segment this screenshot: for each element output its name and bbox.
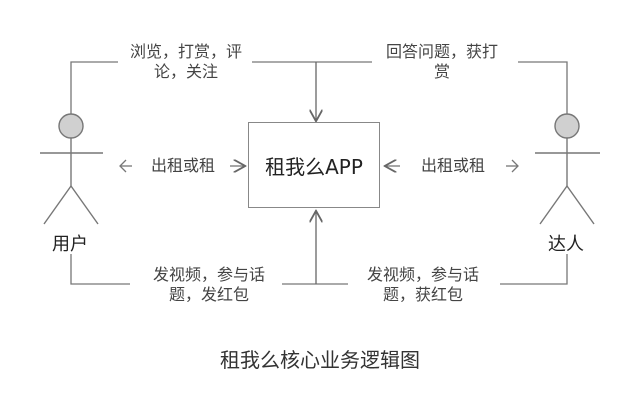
left-actor-figure	[40, 113, 103, 225]
top-right-connector	[316, 61, 568, 114]
bottom-right-label-line-2: 题，获红包	[382, 285, 463, 304]
mid-left-label: 出租或租	[150, 156, 215, 175]
top-left-label-line-1: 浏览，打赏，评	[129, 42, 242, 61]
mid-right-label: 出租或租	[420, 156, 485, 175]
bottom-right-connector	[316, 254, 568, 285]
right-actor-label: 达人	[548, 234, 584, 255]
mid-left-arrows	[119, 160, 244, 172]
left-actor-label: 用户	[52, 234, 88, 255]
diagram-caption: 租我么核心业务逻辑图	[220, 348, 420, 372]
bottom-right-label: 发视频，参与话 题，获红包	[350, 265, 496, 305]
top-left-label-line-2: 论，关注	[153, 62, 218, 81]
bottom-left-connector	[70, 254, 316, 285]
bottom-left-label-line-1: 发视频，参与话	[152, 265, 265, 284]
bottom-left-label: 发视频，参与话 题，发红包	[136, 265, 282, 305]
top-left-connector	[70, 61, 316, 114]
mid-right-arrows	[386, 160, 519, 172]
bottom-right-label-line-1: 发视频，参与话	[366, 265, 479, 284]
top-right-label: 回答问题，获打 赏	[372, 42, 512, 82]
top-left-label: 浏览，打赏，评 论，关注	[122, 42, 250, 82]
right-actor-figure	[535, 113, 600, 225]
app-box-label: 租我么APP	[265, 154, 363, 179]
top-right-label-line-1: 回答问题，获打	[385, 42, 498, 61]
top-right-label-line-2: 赏	[433, 62, 450, 81]
app-box: 租我么APP	[248, 122, 380, 208]
bottom-left-label-line-2: 题，发红包	[168, 285, 249, 304]
